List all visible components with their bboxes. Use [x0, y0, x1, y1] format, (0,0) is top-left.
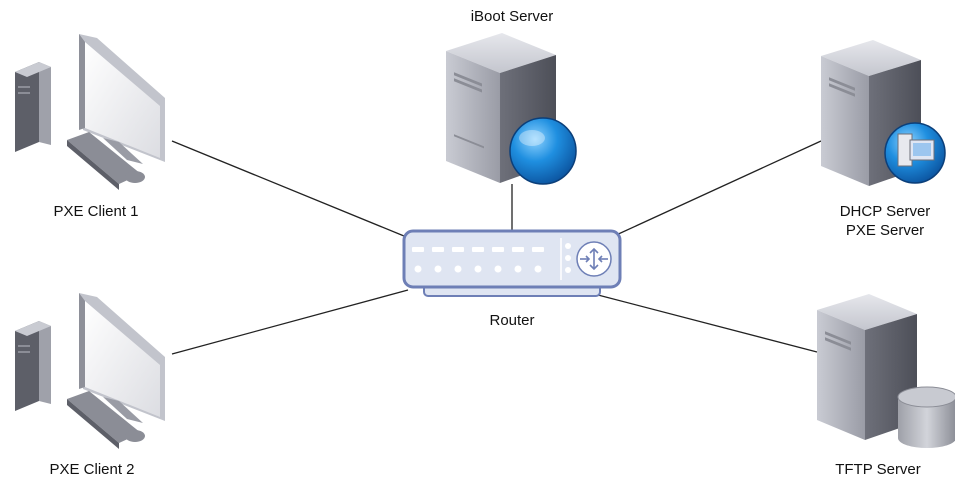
link-pxe-client-2-router: [171, 289, 409, 355]
desktop-computer-icon: [15, 293, 165, 449]
iboot-server-label: iBoot Server: [470, 8, 554, 25]
link-dhcp-server-router: [613, 140, 822, 237]
pxe-client-1-label: PXE Client 1: [53, 203, 139, 220]
database-icon: [897, 386, 955, 448]
dhcp-server-label: DHCP Server: [839, 203, 931, 220]
pxe-client-2-label: PXE Client 2: [49, 461, 135, 478]
tftp-server-label: TFTP Server: [835, 461, 921, 478]
link-tftp-server-router: [597, 294, 818, 353]
router-icon: [402, 229, 622, 297]
workstation-badge-icon: [884, 122, 946, 184]
desktop-computer-icon: [15, 34, 165, 190]
router-label: Router: [489, 312, 535, 329]
pxe-server-label: PXE Server: [845, 222, 925, 239]
link-pxe-client-1-router: [171, 140, 405, 237]
globe-icon: [509, 117, 577, 185]
